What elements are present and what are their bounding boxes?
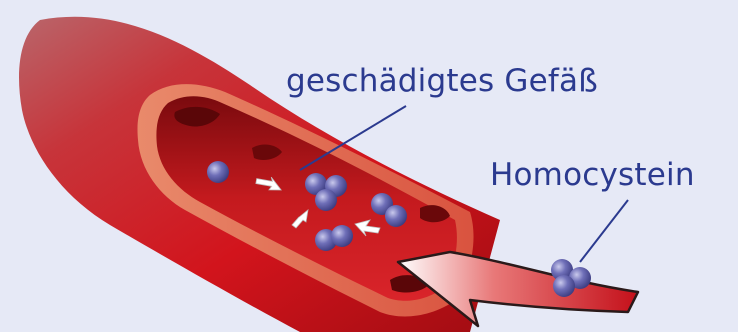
label-homocysteine: Homocystein <box>490 160 695 191</box>
leader-line-homocysteine <box>580 200 628 262</box>
homocysteine-molecule-icon <box>207 161 229 183</box>
label-damaged-vessel: geschädigtes Gefäß <box>286 66 598 97</box>
